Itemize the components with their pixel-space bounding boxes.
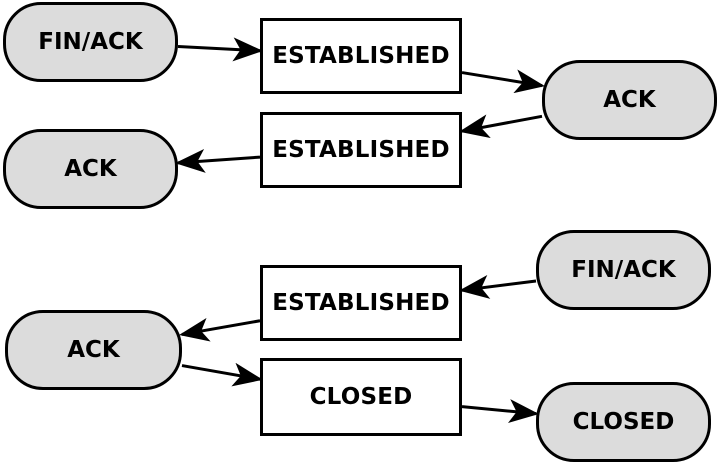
fin-ack-node-top: FIN/ACK <box>3 2 178 82</box>
ack-label-left-bottom: ACK <box>67 337 120 363</box>
fin-ack-label-bottom: FIN/ACK <box>571 257 676 283</box>
arrow-closed_box-to-closed_pill <box>461 399 539 424</box>
established-label-top-1: ESTABLISHED <box>272 43 450 69</box>
ack-label-right-top: ACK <box>603 87 656 113</box>
ack-node-right-top: ACK <box>542 60 717 140</box>
arrow-est_bottom-to-ack_left_bottom <box>179 317 261 342</box>
established-box-bottom: ESTABLISHED <box>260 265 462 341</box>
established-label-bottom: ESTABLISHED <box>272 290 450 316</box>
arrow-finack_top-to-est_top1 <box>177 37 263 62</box>
arrow-ack_left_bottom-to-closed_box <box>181 362 263 387</box>
arrow-finack_bottom-to-est_bottom <box>459 275 537 299</box>
arrow-est_top2-to-ack_left_top <box>175 148 261 173</box>
fin-ack-label-top: FIN/ACK <box>38 29 143 55</box>
closed-box: CLOSED <box>260 358 462 436</box>
arrow-est_top1-to-ack_right_top <box>461 69 545 94</box>
closed-node: CLOSED <box>536 382 711 462</box>
closed-node-label: CLOSED <box>572 409 675 435</box>
ack-node-left-top: ACK <box>3 129 178 209</box>
closed-box-label: CLOSED <box>309 384 413 410</box>
established-box-top-1: ESTABLISHED <box>260 18 462 94</box>
established-box-top-2: ESTABLISHED <box>260 112 462 188</box>
ack-node-left-bottom: ACK <box>5 310 182 390</box>
established-label-top-2: ESTABLISHED <box>272 137 450 163</box>
arrow-ack_right_top-to-est_top2 <box>459 114 543 139</box>
ack-label-left-top: ACK <box>64 156 117 182</box>
fin-ack-node-bottom: FIN/ACK <box>536 230 711 310</box>
